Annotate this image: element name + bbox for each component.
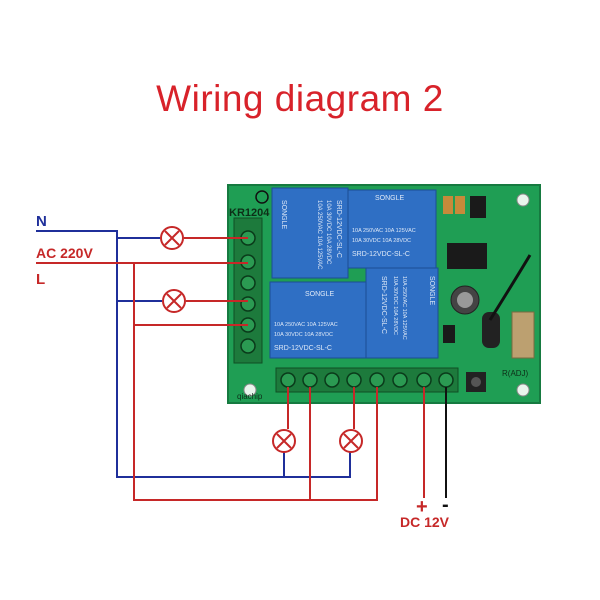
board-brand-label: qiachip (237, 392, 263, 401)
antenna-label: R(ADJ) (502, 369, 529, 378)
relay-spec-dc: 10A 30VDC 10A 28VDC (352, 238, 411, 244)
neutral-wire-lamp-bottom-left (36, 230, 285, 478)
relay-icon (271, 187, 349, 279)
screw-terminal-icon (240, 296, 256, 312)
antenna-wire (488, 254, 532, 321)
lamp-2 (162, 289, 186, 313)
relay-spec-ac: 10A 250VAC 10A 125VAC (274, 322, 338, 328)
ground-symbol-icon (255, 190, 269, 204)
screw-terminal-icon (324, 372, 340, 388)
diode (443, 325, 455, 343)
relay-spec-ac: 10A 250VAC 10A 125VAC (401, 276, 407, 340)
relay-spec-ac: 10A 250VAC 10A 125VAC (316, 200, 322, 270)
relay-model: SRD-12VDC-SL-C (335, 200, 342, 258)
screw-terminal-icon (438, 372, 454, 388)
relay-brand: SONGLE (375, 195, 405, 202)
board-model-label: KR1204 (229, 207, 270, 219)
live-label: L (36, 271, 45, 288)
bottom-terminals (280, 372, 454, 388)
wires (36, 230, 447, 501)
dc-minus-label: - (442, 494, 449, 516)
relay-brand: SONGLE (305, 291, 335, 298)
screw-terminal-icon (302, 372, 318, 388)
lamp-4 (339, 429, 363, 453)
neutral-wire-lamp-bottom-right (284, 451, 351, 478)
coil-icon (482, 312, 500, 348)
relay-3: SONGLE 10A 250VAC 10A 125VAC 10A 30VDC 1… (269, 281, 367, 359)
relay-spec-dc: 10A 30VDC 10A 28VDC (274, 332, 333, 338)
screw-terminal-icon (416, 372, 432, 388)
left-terminals (240, 230, 256, 354)
relay-brand: SONGLE (280, 200, 287, 230)
mounting-hole (243, 383, 257, 397)
neutral-label: N (36, 213, 47, 230)
capacitor-top (457, 292, 473, 308)
dc-voltage-label: DC 12V (400, 514, 450, 530)
screw-terminal-icon (369, 372, 385, 388)
relay-icon (347, 189, 437, 269)
relay-icon (365, 267, 439, 359)
screw-terminal-icon (240, 275, 256, 291)
screw-terminal-icon (240, 338, 256, 354)
relay-model: SRD-12VDC-SL-C (380, 276, 387, 334)
lamp-1 (160, 226, 184, 250)
screw-terminal-icon (280, 372, 296, 388)
resistor (443, 196, 453, 214)
relay-2: SONGLE 10A 250VAC 10A 125VAC 10A 30VDC 1… (347, 189, 437, 269)
relay-spec-dc: 10A 30VDC 10A 28VDC (392, 276, 398, 335)
ac-voltage-label: AC 220V (36, 245, 93, 261)
relay-model: SRD-12VDC-SL-C (352, 251, 410, 258)
lamp-cross (164, 230, 180, 246)
mounting-hole (516, 193, 530, 207)
relay-brand: SONGLE (428, 276, 435, 306)
lamp-cross (276, 433, 292, 449)
lamp-3 (272, 429, 296, 453)
screw-terminal-icon (346, 372, 362, 388)
relay-spec-ac: 10A 250VAC 10A 125VAC (352, 228, 416, 234)
ic-chip (447, 243, 487, 269)
mounting-hole (516, 383, 530, 397)
screw-terminal-icon (392, 372, 408, 388)
relay-model: SRD-12VDC-SL-C (274, 345, 332, 352)
resistor (455, 196, 465, 214)
lamp-cross (166, 293, 182, 309)
relay-spec-dc: 10A 30VDC 10A 28VDC (325, 200, 331, 265)
transistor (470, 196, 486, 218)
relay-1: SONGLE 10A 250VAC 10A 125VAC 10A 30VDC 1… (271, 187, 349, 279)
crystal (511, 311, 535, 359)
diagram-title: Wiring diagram 2 (156, 78, 444, 119)
dc-plus-label: + (416, 496, 428, 518)
relay-board: KR1204 qiachip R(ADJ) SONGLE (227, 184, 541, 404)
relay-4: SONGLE 10A 250VAC 10A 125VAC 10A 30VDC 1… (365, 267, 439, 359)
live-wire-bottom (133, 263, 378, 501)
push-button-cap (471, 377, 481, 387)
lamp-cross (343, 433, 359, 449)
